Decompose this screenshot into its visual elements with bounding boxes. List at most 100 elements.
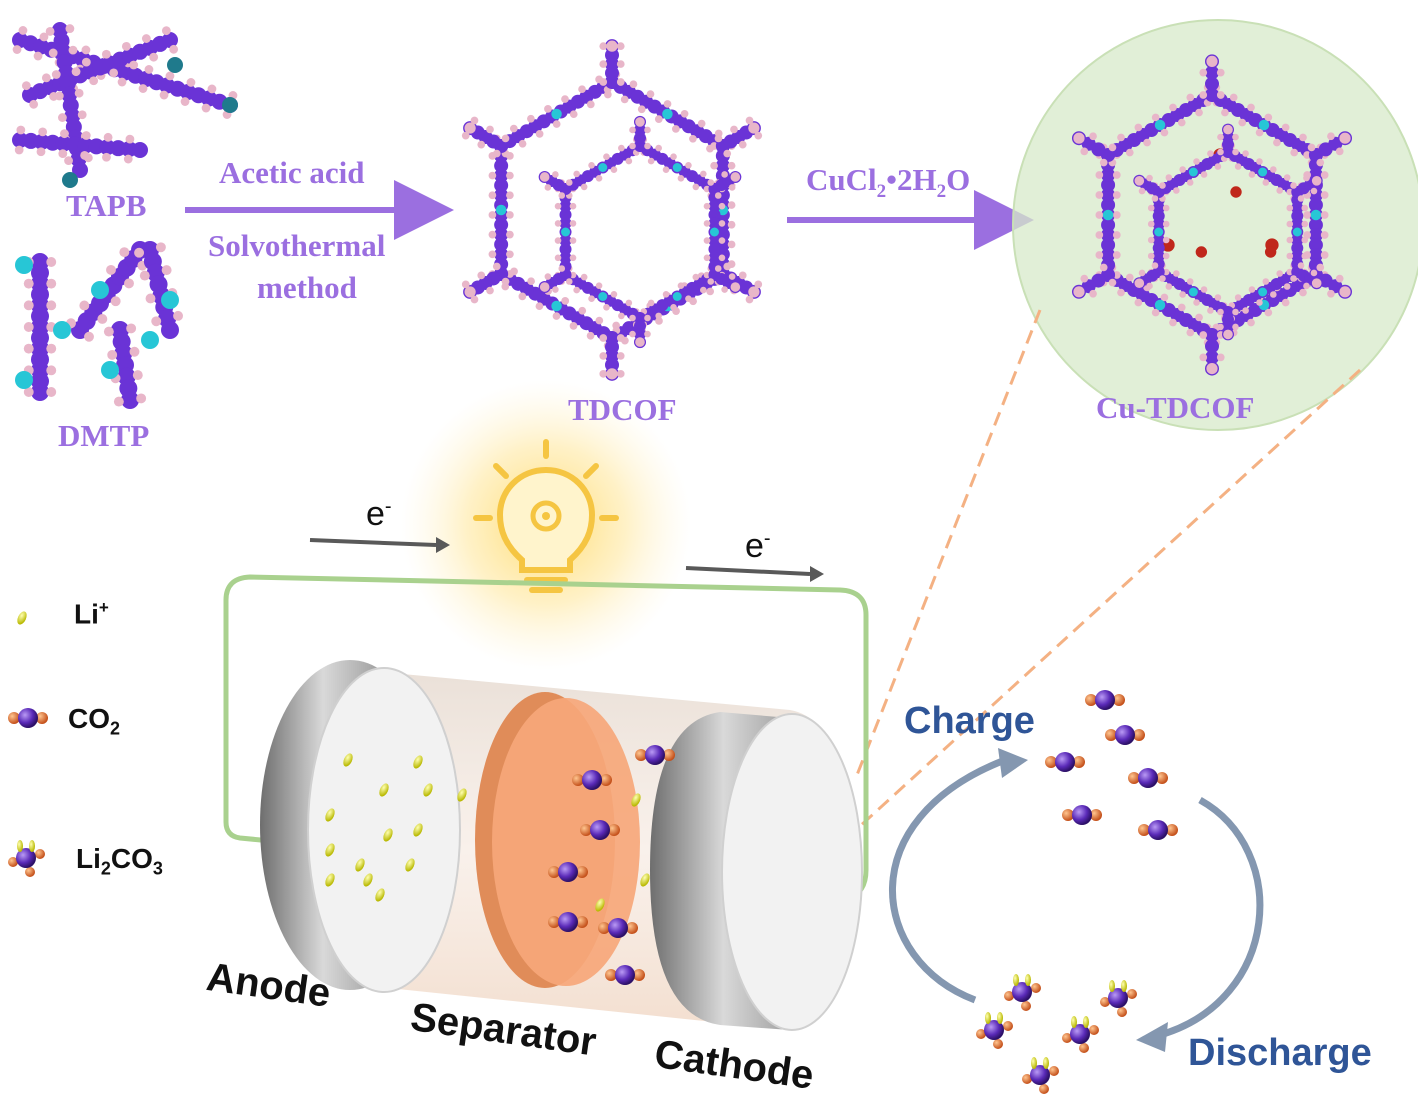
tdcof-h: [552, 312, 561, 320]
cutdcof-inner-linker: [1188, 167, 1198, 177]
cutdcof-inner-h: [1147, 204, 1155, 212]
dmtp-h: [84, 331, 94, 342]
co2-c: [558, 862, 578, 882]
tdcof-inner-h: [554, 237, 562, 244]
tdcof-inner-h: [573, 170, 580, 178]
dmtp-h: [119, 247, 130, 258]
cutdcof-inner-linker: [1258, 167, 1268, 177]
cutdcof-inner-linker: [1292, 227, 1302, 237]
co2-c: [615, 965, 635, 985]
cutdcof-inner-h: [1262, 278, 1270, 285]
tapb-h: [64, 156, 73, 166]
li-ion: [631, 793, 641, 807]
tapb-h: [51, 70, 61, 79]
li2co3-o: [1100, 997, 1110, 1007]
cutdcof-inner-arm-h: [1310, 187, 1318, 195]
li2co3-o: [1021, 1001, 1031, 1011]
tdcof-inner-tip: [730, 282, 741, 292]
tdcof-inner-arm-h: [629, 142, 636, 150]
tapb-h: [16, 125, 26, 135]
tdcof-arm-h: [730, 125, 738, 134]
co2-c: [1055, 752, 1075, 772]
cutdcof-inner-h: [1186, 278, 1194, 285]
tdcof-h: [680, 109, 689, 118]
cutdcof-h: [1169, 103, 1177, 112]
cutdcof-atom: [1308, 198, 1323, 212]
tdcof-arm-h: [492, 149, 501, 158]
tdcof-inner-h: [718, 220, 726, 227]
tdcof-inner-linker: [709, 227, 719, 237]
tdcof-inner-h: [703, 271, 711, 279]
dmtp-h: [97, 314, 108, 324]
cutdcof-inner-arm-h: [1232, 133, 1239, 141]
tapb-h: [39, 32, 49, 42]
cutdcof-h: [1247, 318, 1255, 327]
cutdcof-arm-h: [1335, 147, 1344, 156]
tdcof-h: [654, 115, 663, 123]
cutdcof-h: [1117, 288, 1125, 297]
cutdcof-inner-h: [1301, 204, 1309, 212]
cutdcof-inner-arm-h: [1290, 182, 1297, 189]
cutdcof-atom: [1101, 228, 1116, 242]
tdcof-atom: [494, 217, 509, 232]
tdcof-inner-arm-h: [558, 192, 566, 199]
co2-o: [1085, 694, 1097, 706]
tdcof-arm-h: [599, 78, 608, 86]
cutdcof-h: [1095, 171, 1104, 179]
cutdcof-inner-h: [1179, 166, 1186, 173]
co2-o: [572, 774, 584, 786]
tapb-n: [167, 57, 183, 73]
tdcof-inner-h: [573, 286, 580, 294]
tapb-h: [74, 88, 84, 98]
tdcof-arm-h: [492, 262, 501, 271]
tapb-h: [207, 84, 217, 94]
legend-li2co3-sub1: 2: [100, 858, 111, 879]
cutdcof-inner-tip: [1311, 176, 1322, 186]
tdcof-inner-arm-h: [552, 286, 559, 293]
product-2-label: Cu-TDCOF: [1096, 390, 1255, 425]
co2-o: [580, 824, 592, 836]
tdcof-inner-arm-h: [544, 273, 552, 280]
tdcof-inner-arm-h: [644, 142, 651, 150]
cutdcof-atom: [1308, 248, 1323, 262]
dmtp-h: [139, 270, 150, 281]
cutdcof-inner-cu: [1230, 186, 1242, 198]
discharge-cycle-arrow: [1159, 796, 1264, 1039]
li2co3-li: [985, 1012, 991, 1024]
dmtp-atom: [31, 383, 49, 401]
tdcof-inner-h: [677, 282, 685, 290]
tdcof-framework-icon: [461, 39, 763, 381]
tapb-h: [38, 127, 48, 137]
tdcof-inner-atom: [559, 251, 572, 264]
cutdcof-tip: [1339, 286, 1351, 298]
cutdcof-h: [1151, 308, 1160, 317]
cutdcof-inner-arm-h: [1290, 275, 1297, 282]
cathode-disk-face: [721, 713, 863, 1031]
separator-disk-face: [492, 698, 640, 986]
cutdcof-inner-h: [1162, 220, 1170, 228]
cutdcof-atom: [1101, 188, 1116, 202]
cutdcof-arm-h: [1199, 353, 1208, 362]
tdcof-atom: [494, 227, 509, 242]
tapb-h: [180, 97, 190, 106]
tdcof-h: [569, 322, 578, 330]
cutdcof-arm-h: [1080, 147, 1089, 156]
cutdcof-h: [1195, 108, 1203, 117]
tdcof-inner-h: [685, 295, 692, 302]
tdcof-linker: [551, 300, 562, 312]
tdcof-inner-h: [554, 254, 562, 262]
tdcof-inner-h: [569, 271, 577, 279]
dmtp-h: [129, 346, 140, 357]
li2co3-c: [1012, 982, 1032, 1002]
tdcof-atom: [494, 158, 509, 173]
tapb-h: [71, 67, 81, 77]
cutdcof-inner-tip: [1134, 176, 1145, 186]
li2co3-o: [976, 1029, 986, 1039]
cutdcof-h: [1303, 151, 1312, 159]
tapb-h: [161, 26, 171, 36]
precursor-1-label: TAPB: [66, 188, 147, 223]
tdcof-h: [629, 80, 638, 89]
co2-o: [1090, 809, 1102, 821]
tdcof-inner-h: [554, 220, 562, 227]
tdcof-h: [637, 105, 646, 114]
